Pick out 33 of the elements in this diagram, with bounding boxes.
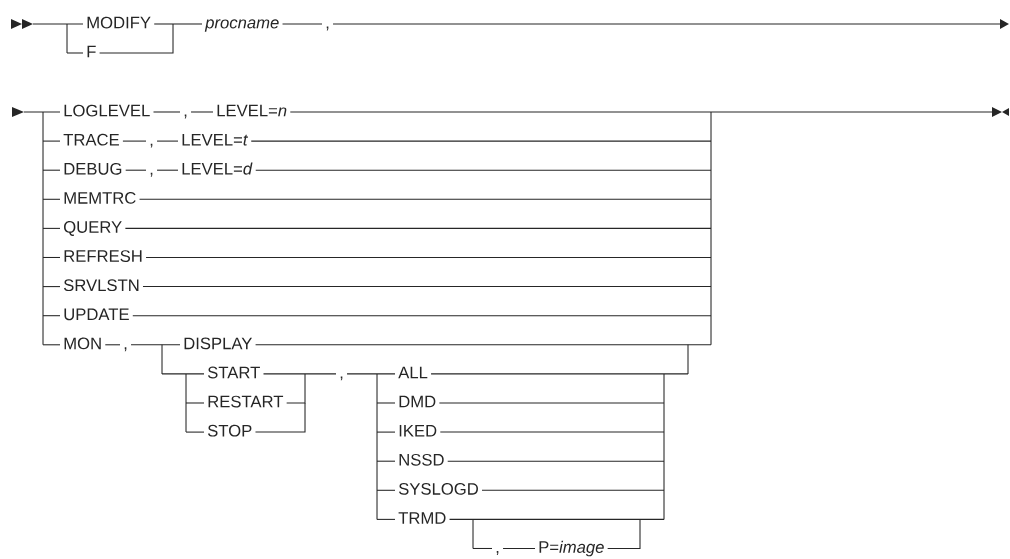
keyword-text: P=image (539, 540, 604, 557)
keyword-text: LEVEL=t (182, 133, 249, 146)
keyword-text: MON (64, 337, 101, 350)
comma-separator: , (496, 551, 499, 555)
comma-separator: , (340, 376, 343, 381)
comma-separator: , (184, 114, 187, 119)
keyword-text: MEMTRC (64, 192, 136, 204)
keyword-text: START (207, 366, 260, 379)
keyword-text: ALL (398, 366, 428, 379)
keyword-text: TRACE (63, 133, 119, 146)
comma-separator: , (124, 347, 127, 352)
keyword-text: TRMD (398, 512, 446, 524)
keyword-text: LEVEL=d (182, 162, 253, 175)
keyword-text: REFRESH (64, 250, 142, 262)
keyword-text: DEBUG (64, 162, 122, 175)
keyword-text: DISPLAY (184, 337, 252, 350)
keyword-text: DMD (399, 395, 436, 408)
keyword-text: LEVEL=n (217, 104, 287, 117)
variable-text: procname (204, 19, 279, 32)
keyword-text: F (87, 45, 96, 58)
keyword-text: MODIFY (87, 16, 151, 29)
comma-separator: , (150, 172, 153, 177)
keyword-text: STOP (207, 424, 252, 437)
keyword-text: UPDATE (64, 308, 129, 321)
keyword-text: RESTART (208, 395, 284, 408)
keyword-text: LOGLEVEL (64, 104, 150, 117)
comma-separator: , (150, 143, 153, 148)
keyword-text: IKED (399, 424, 437, 437)
comma-separator: , (326, 26, 329, 31)
keyword-text: NSSD (399, 453, 444, 466)
keyword-text: SRVLSTN (63, 279, 139, 292)
keyword-text: QUERY (64, 221, 122, 236)
keyword-text: SYSLOGD (398, 483, 478, 495)
